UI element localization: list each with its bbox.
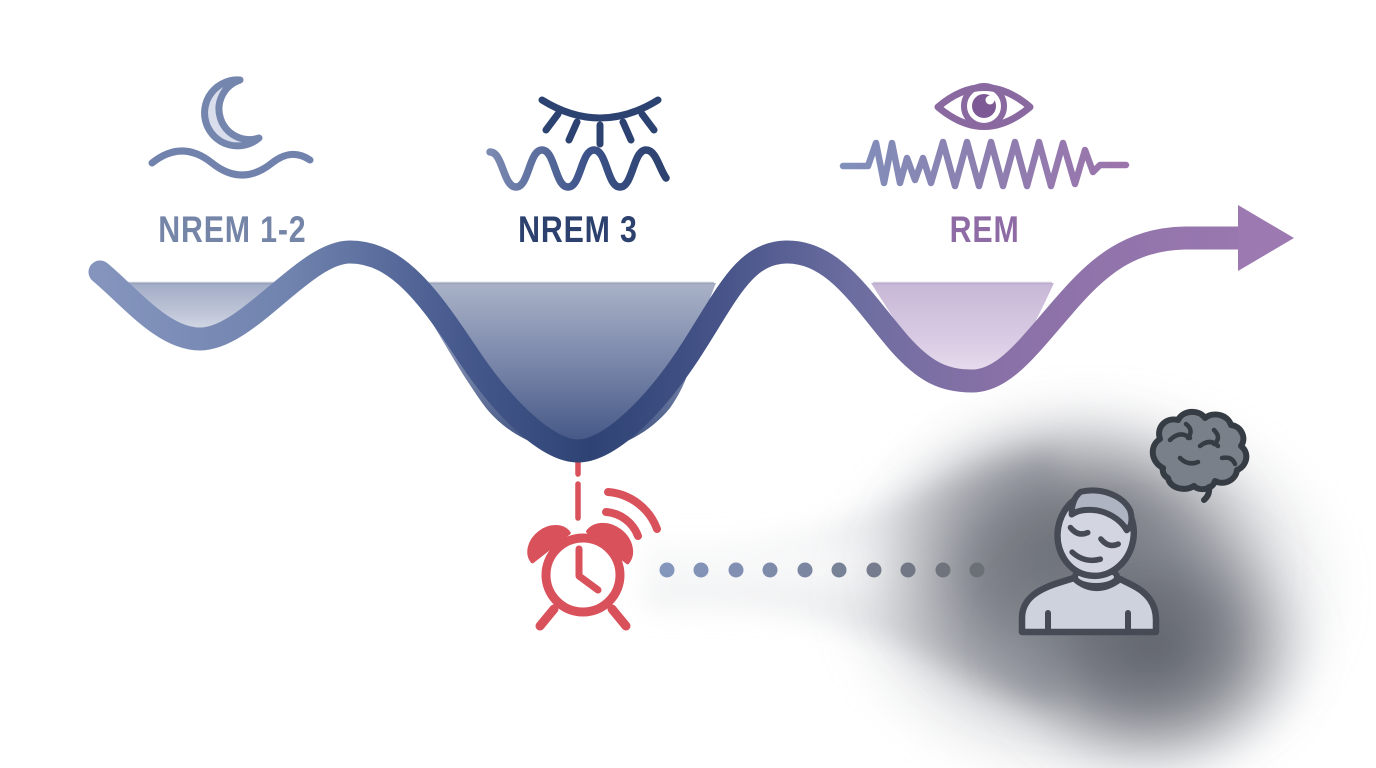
path-dot [762,562,778,578]
gentle-wave-icon [148,147,314,179]
forward-arrow-icon [1238,205,1294,271]
sleep-cycle-wave [88,226,1256,463]
path-dot [900,562,916,578]
person-hair [1068,487,1135,534]
sleepy-person-icon [1018,487,1160,636]
path-dot [797,562,813,578]
person-eye-left [1067,524,1091,537]
person-mouth [1069,549,1104,564]
open-eye-icon [934,83,1034,130]
alarm-clock-icon [527,488,661,631]
path-dot [659,562,675,578]
path-dot [935,562,951,578]
person-eye-right [1098,536,1121,549]
sound-wave-inner [602,508,642,540]
crescent-moon-icon [201,76,263,150]
path-dot [969,562,985,578]
clock-leg-right [607,604,631,631]
closed-eye-icon [538,96,662,148]
alarm-bell-left [527,525,571,564]
path-dot [831,562,847,578]
path-dot [866,562,882,578]
slow-deep-wave-icon [486,146,670,191]
rapid-zigzag-wave-icon [839,138,1130,190]
path-dot [693,562,709,578]
dotted-path [659,562,985,578]
stage-label-nrem-1-2: NREM 1-2 [157,209,307,250]
sound-wave-outer [604,488,661,533]
brain-icon [1149,408,1250,503]
stage-label-nrem-3: NREM 3 [518,209,638,250]
clock-hands [575,545,602,594]
clock-leg-left [535,604,559,631]
path-dot [728,562,744,578]
person-head [1054,487,1138,580]
stage-label-rem: REM [950,209,1020,250]
